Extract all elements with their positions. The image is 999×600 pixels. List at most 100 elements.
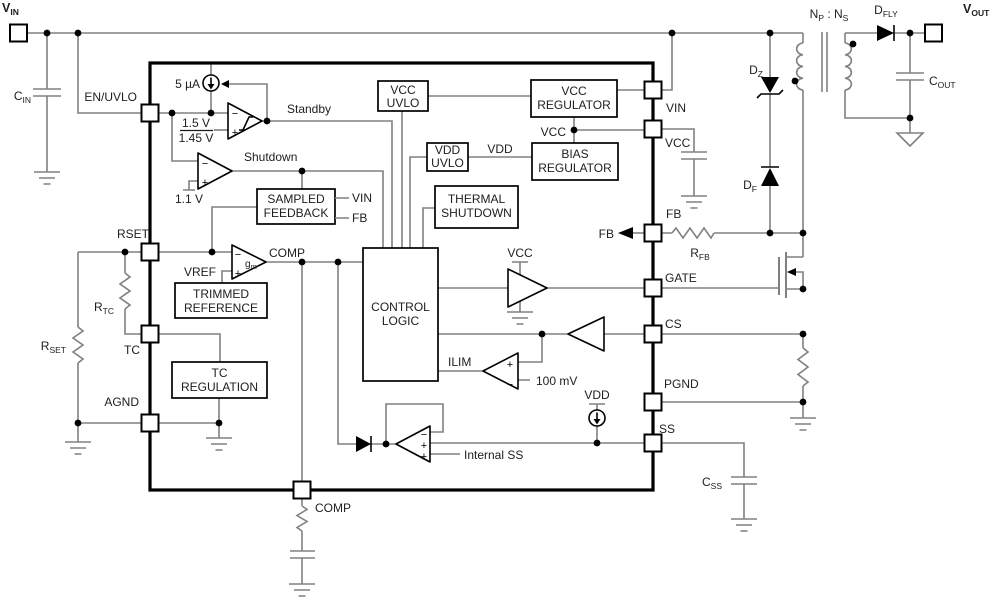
pin-label-comp: COMP: [315, 501, 351, 515]
secondary-phase-dot: [849, 40, 857, 48]
tc-int-wire: [158, 333, 221, 362]
uvlo-comp-minus: −: [232, 108, 238, 120]
vdd-uvlo-block: [426, 142, 469, 172]
sd-comp-plus: +: [202, 177, 208, 189]
ss-amp-plus2: +: [421, 451, 427, 463]
ic-pins: [9, 23, 943, 500]
dfly-label: DFLY: [874, 3, 898, 19]
cs-buffer-icon: [567, 316, 605, 352]
sf-fb-label: FB: [352, 211, 367, 225]
shutdown-comp-in-wire: [171, 113, 198, 162]
hysteresis-feedback-arrowhead: [221, 80, 229, 88]
rset-label: RSET: [41, 339, 66, 355]
en-uvlo-ext-wire: [77, 33, 142, 114]
shutdown-comparator-icon: [197, 152, 233, 190]
diode-dfly: [877, 25, 895, 41]
trimmed-reference-block: [174, 282, 268, 319]
fb-arrow-label: FB: [599, 227, 614, 241]
fb-signal-arrowhead: [618, 227, 633, 239]
terminal-vout: [924, 23, 943, 43]
gm-minus: −: [235, 249, 241, 261]
gm-plus: +: [235, 268, 241, 280]
ilim-label: ILIM: [448, 355, 471, 369]
bias-current-arrowhead: [207, 84, 215, 90]
cin-branch-wire: [33, 33, 61, 172]
pin-label-rset: RSET: [117, 227, 150, 241]
pin-label-en-uvlo: EN/UVLO: [84, 90, 137, 104]
vref-label: VREF: [184, 265, 216, 279]
ilim-threshold-label: 100 mV: [536, 374, 577, 388]
gate-driver-wires: [438, 261, 645, 312]
junction-dots: [43, 29, 914, 448]
thermal-shutdown-block: [434, 185, 519, 229]
transformer-core: [821, 32, 828, 92]
ss-clamp-drop-wire: [337, 262, 356, 445]
diode-df: [761, 166, 779, 186]
agnd-ground-icon: [206, 437, 232, 451]
hysteresis-icon: [239, 116, 253, 131]
bias-current-label: 5 µA: [175, 77, 200, 91]
ground-symbols: [34, 132, 925, 597]
rfb-resistor: [661, 226, 803, 240]
rfb-label: RFB: [690, 246, 710, 262]
circuit-wires: [27, 32, 925, 584]
pin-label-tc: TC: [124, 343, 140, 357]
pgnd-ground-icon: [790, 417, 816, 431]
top-rail-wire: [27, 32, 804, 43]
ilim-comparator-icon: [482, 352, 519, 390]
tc-regulation-block: [171, 361, 268, 399]
uvlo-rising-label: 1.5 V: [182, 116, 210, 130]
soft-start-amp-icon: [395, 425, 431, 463]
pin-rset: [140, 242, 160, 262]
pin-vcc: [643, 119, 663, 139]
cin-label: CIN: [14, 89, 31, 105]
pin-label-vcc: VCC: [665, 136, 691, 150]
secondary-ground-icon: [895, 132, 925, 148]
ss-amp-plus1: +: [421, 440, 427, 452]
pin-label-agnd: AGND: [104, 395, 139, 409]
vin-pin-drop-wire: [661, 33, 673, 91]
pin-label-fb: FB: [666, 207, 681, 221]
secondary-winding: [844, 32, 910, 119]
rset-ground-icon: [65, 441, 91, 455]
vcc-cap-ground-icon: [681, 195, 707, 209]
zener-diode-dz: [756, 77, 784, 99]
vin-terminal-label: VIN: [2, 1, 19, 17]
mosfet-arrow: [787, 268, 796, 276]
ilim-minus: −: [507, 379, 513, 391]
primary-phase-dot: [791, 77, 799, 85]
vcc-uvlo-block: [377, 80, 429, 112]
shutdown-threshold-label: 1.1 V: [175, 192, 203, 206]
rset-resistor: [71, 326, 85, 423]
vcc-ext-cap-wire: [661, 128, 707, 196]
cin-ground-icon: [34, 171, 60, 185]
uvlo-falling-label: 1.45 V: [179, 131, 214, 145]
vcc-node-wire: [573, 117, 645, 143]
pin-label-gate: GATE: [665, 271, 697, 285]
pin-pgnd: [643, 392, 663, 412]
sf-vin-label: VIN: [352, 191, 372, 205]
vout-terminal-label: VOUT: [963, 2, 990, 18]
sampled-feedback-left-wire: [211, 206, 257, 252]
hysteresis-feedback-wire: [229, 83, 268, 121]
comp-ground-icon: [289, 583, 315, 597]
pin-label-pgnd: PGND: [664, 377, 699, 391]
gm-error-amp-icon: [231, 244, 267, 280]
uvlo-comp-plus: +: [232, 127, 238, 139]
semiconductors: [356, 25, 895, 452]
comp-ext-rc: [290, 498, 315, 584]
cout-label: COUT: [929, 74, 956, 90]
df-label: DF: [743, 178, 757, 194]
agnd-int-wire: [158, 398, 220, 438]
driver-rail-label: VCC: [507, 246, 533, 260]
agnd-ext-wire: [77, 422, 142, 442]
soft-start-diode: [356, 436, 372, 452]
driver-ground-icon: [507, 311, 533, 325]
gate-driver-icon: [507, 268, 548, 308]
turns-ratio-label: NP : NS: [810, 7, 849, 23]
